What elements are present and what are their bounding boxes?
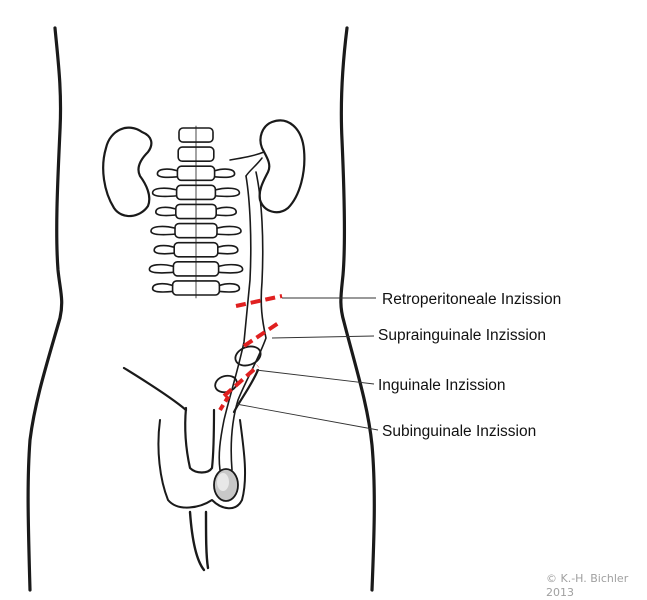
transverse-process [151,282,174,293]
transverse-process [148,263,175,274]
scrotum-outline [157,419,247,510]
body-left-contour [26,26,64,592]
label-inguinal: Inguinale Inzission [378,377,506,394]
penis-outline [184,406,216,474]
leader-subinguinal [235,403,379,431]
transverse-process [151,187,178,198]
label-retroperitoneal: Retroperitoneale Inzission [382,291,561,308]
body-outline [26,26,376,592]
transverse-process [155,206,177,217]
leg-separation [188,510,210,572]
kidneys [102,119,306,218]
genital-region [122,366,260,572]
left-kidney [102,126,153,218]
retroperitoneal-incision [235,294,283,308]
transverse-process [150,225,176,236]
transverse-process [216,225,242,236]
copyright-line-2: 2013 [546,586,574,599]
transverse-process [218,282,241,293]
leader-inguinal [255,369,375,385]
testis-highlight [217,473,229,491]
transverse-process [214,187,241,198]
subinguinal-incision [218,392,232,412]
spermatic-cord [218,171,267,471]
leader-suprainguinal [271,335,375,339]
transverse-process [153,244,175,255]
internal-inguinal-ring [234,345,262,367]
suprainguinal-incision [242,320,282,348]
transverse-process [213,168,236,179]
label-subinguinal: Subinguinale Inzission [382,423,536,440]
body-right-contour [339,26,376,592]
transverse-process [156,168,179,179]
spine [148,125,244,299]
incisions [218,294,283,412]
renal-vessels [229,151,265,177]
leader-lines [235,297,379,431]
left-groin-line [122,366,188,412]
cord-left-line [218,175,252,471]
transverse-process [217,263,244,274]
copyright-line-1: © K.-H. Bichler [546,572,629,585]
label-suprainguinal: Suprainguinale Inzission [378,327,546,344]
right-groin-line [232,368,260,414]
cord-right-line [230,171,267,471]
transverse-process [215,206,237,217]
right-kidney [258,119,306,214]
transverse-process [217,244,239,255]
inguinal-incision [222,364,260,398]
